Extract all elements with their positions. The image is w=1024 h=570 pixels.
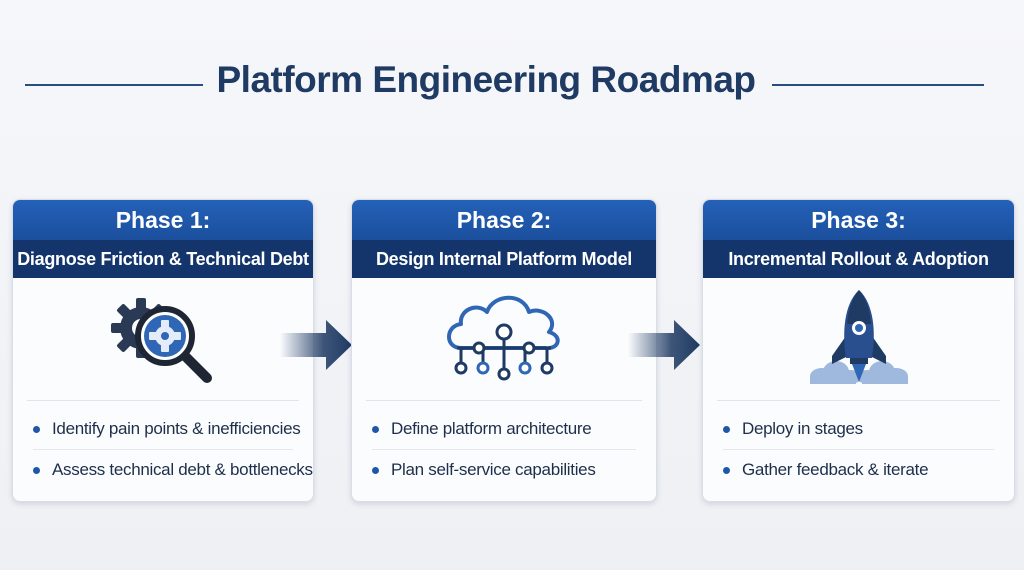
arrow-right-icon [628, 320, 700, 370]
phase-3-divider [717, 400, 1000, 401]
bullet-dot-icon [723, 466, 730, 474]
list-item: Plan self-service capabilities [372, 449, 636, 490]
rocket-icon [703, 278, 1014, 394]
bullet-dot-icon [372, 425, 379, 433]
phase-3-bullets: Deploy in stages Gather feedback & itera… [703, 401, 1014, 490]
bullet-text: Gather feedback & iterate [742, 460, 929, 479]
phase-1-divider [27, 400, 299, 401]
title-rule-left [25, 84, 203, 86]
gear-magnifier-icon [13, 278, 313, 394]
list-item: Identify pain points & inefficiencies [33, 409, 301, 449]
bullet-dot-icon [723, 425, 730, 433]
phase-1-card: Phase 1: Diagnose Friction & Technical D… [12, 199, 314, 502]
arrow-right-icon [280, 320, 352, 370]
phase-2-divider [366, 400, 642, 401]
list-item: Gather feedback & iterate [723, 449, 994, 490]
bullet-dot-icon [372, 466, 379, 474]
page-title: Platform Engineering Roadmap [216, 59, 756, 100]
bullet-text: Identify pain points & inefficiencies [52, 419, 301, 438]
phase-2-subtitle: Design Internal Platform Model [352, 240, 656, 278]
bullet-text: Assess technical debt & bottlenecks [52, 460, 313, 479]
list-item: Define platform architecture [372, 409, 636, 449]
phase-1-label: Phase 1: [13, 200, 313, 240]
bullet-dot-icon [33, 466, 40, 474]
phase-1-bullets: Identify pain points & inefficiencies As… [13, 401, 313, 490]
phase-2-label: Phase 2: [352, 200, 656, 240]
cloud-network-icon [352, 278, 656, 394]
title-rule-right [772, 84, 984, 86]
bullet-text: Deploy in stages [742, 419, 863, 438]
title-row: Platform Engineering Roadmap [0, 55, 1024, 115]
phase-1-subtitle: Diagnose Friction & Technical Debt [13, 240, 313, 278]
phase-3-card: Phase 3: Incremental Rollout & Adoption [702, 199, 1015, 502]
bullet-text: Define platform architecture [391, 419, 592, 438]
bullet-dot-icon [33, 425, 40, 433]
phase-2-bullets: Define platform architecture Plan self-s… [352, 401, 656, 490]
phase-2-card: Phase 2: Design Internal Platform Model [351, 199, 657, 502]
phase-3-label: Phase 3: [703, 200, 1014, 240]
bullet-text: Plan self-service capabilities [391, 460, 596, 479]
phase-3-subtitle: Incremental Rollout & Adoption [703, 240, 1014, 278]
list-item: Deploy in stages [723, 409, 994, 449]
list-item: Assess technical debt & bottlenecks [33, 449, 313, 490]
